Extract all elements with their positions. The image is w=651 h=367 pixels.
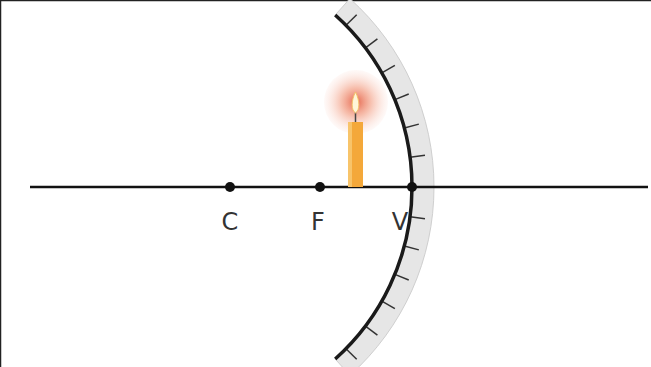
concave-mirror	[335, 0, 434, 367]
point-label: F	[311, 210, 325, 234]
hatch-tick	[410, 155, 425, 157]
principal-axis	[30, 186, 648, 189]
mirror-backing	[335, 0, 434, 367]
point-dot	[407, 182, 417, 192]
point-dot	[315, 182, 325, 192]
point-dot	[225, 182, 235, 192]
candle-highlight	[348, 122, 352, 187]
hatch-tick	[365, 326, 377, 335]
hatch-tick	[382, 65, 395, 72]
hatch-tick	[404, 124, 419, 128]
hatch-tick	[410, 217, 425, 219]
hatch-tick	[346, 15, 357, 25]
hatch-tick	[382, 301, 395, 308]
hatch-tick	[404, 246, 419, 250]
hatch-tick	[395, 274, 409, 280]
point-label: V	[392, 210, 408, 234]
candle-flame	[352, 92, 359, 113]
point-label: C	[222, 210, 239, 234]
candle-body	[348, 122, 363, 187]
hatch-tick	[365, 39, 377, 48]
hatch-tick	[346, 349, 357, 359]
hatch-tick	[395, 94, 409, 100]
